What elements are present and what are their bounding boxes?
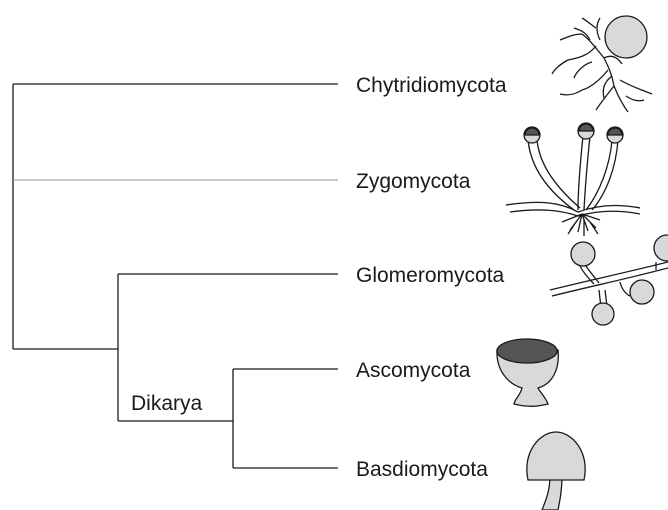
clade-label-dikarya: Dikarya — [131, 392, 203, 415]
chytrid-icon — [552, 16, 652, 112]
taxon-label-glomeromycota: Glomeromycota — [356, 264, 505, 287]
ascomycete-cup-icon — [497, 339, 558, 406]
taxon-label-ascomycota: Ascomycota — [356, 359, 471, 382]
taxon-label-chytridiomycota: Chytridiomycota — [356, 74, 507, 97]
mushroom-icon — [527, 432, 585, 510]
taxon-label-basdiomycota: Basdiomycota — [356, 458, 488, 481]
glomeromycete-icon — [550, 235, 668, 325]
taxon-label-zygomycota: Zygomycota — [356, 170, 471, 193]
zygomycete-icon — [506, 123, 640, 236]
